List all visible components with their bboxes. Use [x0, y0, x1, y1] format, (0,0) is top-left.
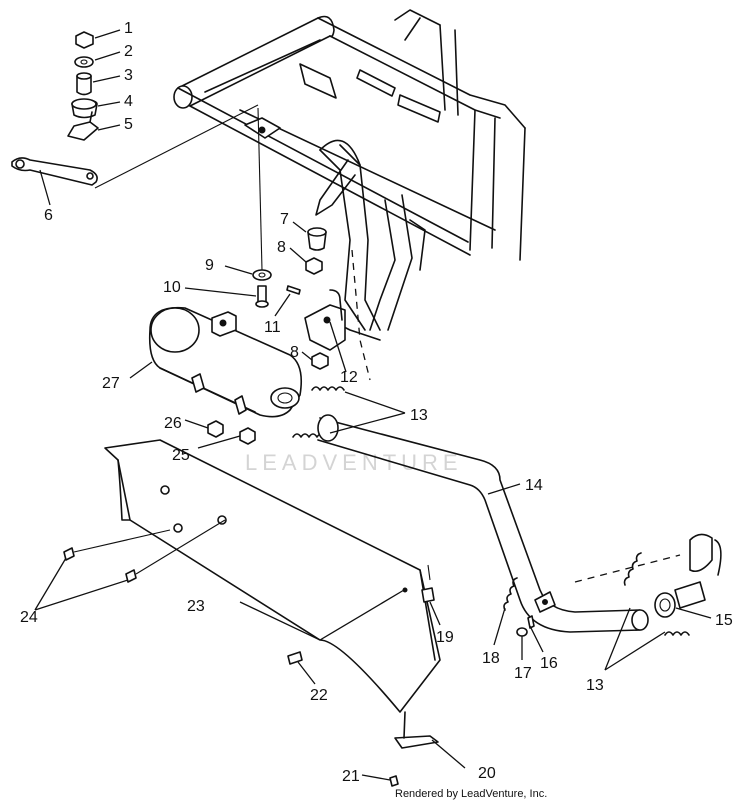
callout-21: 21 [342, 768, 360, 785]
header-pipe [317, 414, 649, 633]
callout-6: 6 [44, 207, 53, 224]
callout-8-upper: 8 [277, 239, 286, 256]
callout-9: 9 [205, 257, 214, 274]
callout-14: 14 [525, 477, 543, 494]
callout-25: 25 [172, 447, 190, 464]
callout-1: 1 [124, 20, 133, 37]
callout-15: 15 [715, 612, 733, 629]
frame [173, 9, 526, 381]
watermark: LEADVENTURE [245, 450, 463, 475]
callout-18: 18 [482, 650, 500, 667]
callout-4: 4 [124, 93, 133, 110]
callout-26: 26 [164, 415, 182, 432]
heat-shield [104, 439, 441, 713]
leader-lines [34, 29, 712, 781]
callout-17: 17 [514, 665, 532, 682]
callout-10: 10 [163, 279, 181, 296]
callout-13-upper: 13 [410, 407, 428, 424]
callout-20: 20 [478, 765, 496, 782]
callout-12: 12 [340, 369, 358, 386]
callout-24: 24 [20, 609, 38, 626]
callout-5: 5 [124, 116, 133, 133]
callout-7: 7 [280, 211, 289, 228]
callout-27: 27 [102, 375, 120, 392]
callout-11: 11 [264, 319, 281, 336]
mount-stack [11, 31, 99, 186]
callout-13-lower: 13 [586, 677, 604, 694]
callout-22: 22 [310, 687, 328, 704]
callout-numbers: 1 2 3 4 5 6 7 8 8 9 10 11 12 13 13 14 15… [20, 20, 733, 785]
muffler [148, 306, 303, 418]
callout-2: 2 [124, 43, 133, 60]
callout-3: 3 [124, 67, 133, 84]
callout-8-lower: 8 [290, 344, 299, 361]
render-credit: Rendered by LeadVenture, Inc. [395, 788, 548, 800]
callout-23: 23 [187, 598, 205, 615]
callout-19: 19 [436, 629, 454, 646]
callout-16: 16 [540, 655, 558, 672]
